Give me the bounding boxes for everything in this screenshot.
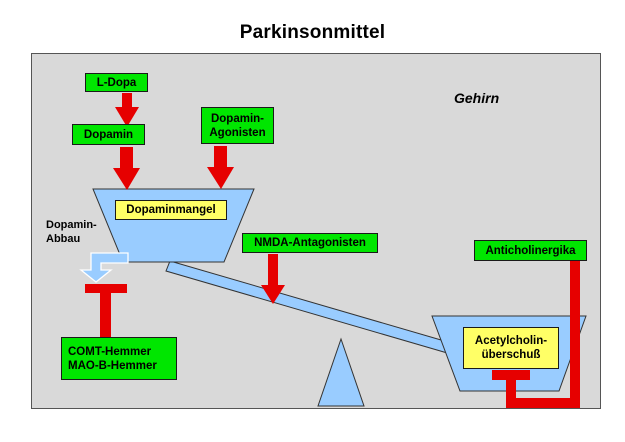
inhibitors-box: COMT-Hemmer MAO-B-Hemmer — [61, 337, 177, 380]
dopamine-breakdown-label: Dopamin- Abbau — [46, 219, 97, 245]
ldopa-box: L-Dopa — [85, 73, 148, 92]
seesaw-beam — [165, 260, 466, 358]
dopamine-deficit-box: Dopaminmangel — [115, 200, 227, 220]
breakdown-arrow — [79, 252, 129, 283]
anticholinergics-box: Anticholinergika — [474, 240, 587, 261]
agonists-box: Dopamin- Agonisten — [201, 107, 274, 144]
inhibitor-tbar — [85, 284, 127, 337]
fulcrum — [317, 337, 365, 407]
anticholinergic-path — [492, 261, 580, 408]
dopamine-box: Dopamin — [72, 124, 145, 145]
dopamine-arrow — [113, 147, 140, 190]
agonists-arrow — [207, 146, 234, 189]
nmda-arrow — [261, 254, 285, 304]
nmda-antagonists-box: NMDA-Antagonisten — [242, 233, 378, 253]
page-title: Parkinsonmittel — [239, 22, 386, 43]
acetylcholine-excess-box: Acetylcholin- überschuß — [463, 327, 559, 369]
brain-label: Gehirn — [454, 90, 500, 106]
ldopa-arrow — [115, 93, 139, 127]
